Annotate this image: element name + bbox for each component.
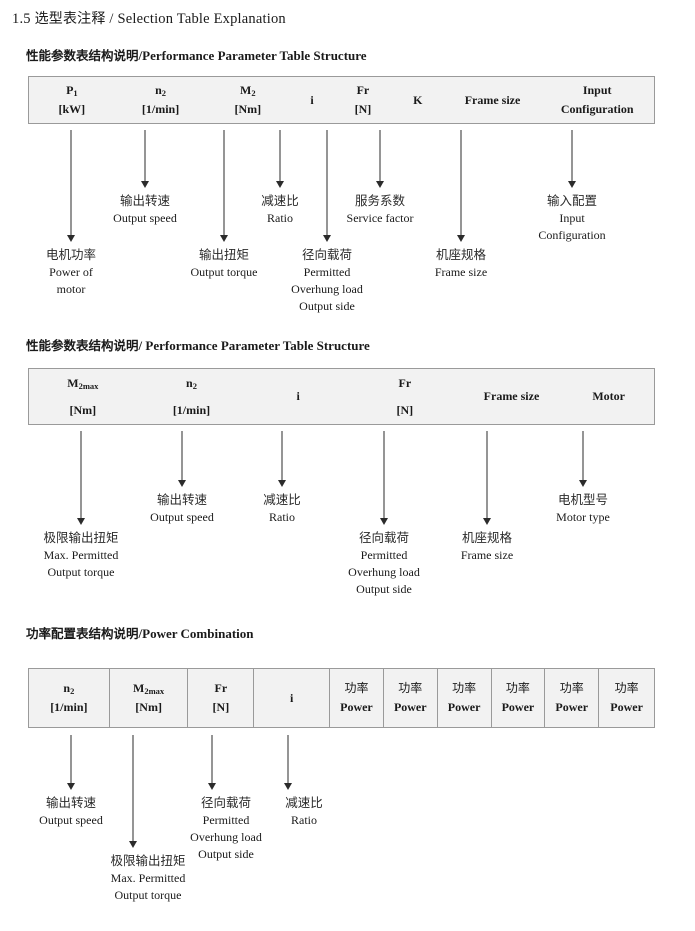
arrow-to-frame-size <box>456 130 466 242</box>
table3-col-fr-unit: [N] <box>212 700 230 714</box>
section-title-cn: 选型表注释 <box>34 11 106 27</box>
table3-col-n2: n2 [1/min] <box>29 669 110 727</box>
arrow-to-output-speed-2 <box>177 431 187 487</box>
annotation-power-of-motor: 电机功率 Power of motor <box>45 247 97 296</box>
table2-col-i: i <box>296 389 300 404</box>
table3-col-power-3: 功率 Power <box>438 669 492 727</box>
table3-col-power-6: 功率 Power <box>610 681 643 714</box>
arrow-to-output-speed <box>140 130 150 188</box>
arrow-to-input-configuration <box>567 130 577 188</box>
table3-col-m2max: M2max [Nm] <box>110 669 189 727</box>
arrow-to-max-permitted-output-torque-3 <box>128 735 138 848</box>
block-3-heading-en: Power Combination <box>142 626 254 641</box>
annotation-motor-type: 电机型号 Motor type <box>556 492 610 524</box>
table1-col-input-configuration: Input Configuration <box>560 83 634 116</box>
block-2-heading-en: Performance Parameter Table Structure <box>145 338 370 353</box>
annotation-permitted-overhung-load: 径向载荷 Permitted Overhung load Output side <box>291 247 363 313</box>
block-2-heading-separator: / <box>138 338 143 353</box>
arrow-to-output-torque <box>219 130 229 242</box>
table3-col-power-2: 功率 Power <box>384 669 438 727</box>
arrow-to-max-permitted-output-torque <box>76 431 86 525</box>
arrow-to-frame-size-2 <box>482 431 492 525</box>
table3-col-m2max-unit: [Nm] <box>135 700 162 714</box>
table1-col-k: K <box>413 92 423 107</box>
annotation-ratio-3: 减速比 Ratio <box>285 795 323 827</box>
table1-col-n2-unit: [1/min] <box>141 102 180 116</box>
table1-col-i: i <box>310 92 314 107</box>
table2-col-m2max: M2max [Nm] <box>29 369 137 424</box>
table3-col-i: i <box>254 669 331 727</box>
annotation-ratio: 减速比 Ratio <box>261 193 299 225</box>
table3-col-power-4: 功率 Power <box>492 669 546 727</box>
table2-col-n2-unit: [1/min] <box>172 402 211 417</box>
performance-parameter-table-2: M2max [Nm] n2 [1/min] i Fr [N] Frame siz… <box>28 368 655 425</box>
section-title-separator: / <box>109 11 114 27</box>
table2-col-fr: Fr [N] <box>350 369 460 424</box>
block-1-heading: 性能参数表结构说明/Performance Parameter Table St… <box>26 45 367 64</box>
table1-col-m2: M2 [Nm] <box>206 77 289 123</box>
table3-col-n2-unit: [1/min] <box>50 700 88 714</box>
block-3-heading: 功率配置表结构说明/Power Combination <box>26 623 254 642</box>
annotation-service-factor: 服务系数 Service factor <box>346 193 414 225</box>
power-combination-table: n2 [1/min] M2max [Nm] Fr [N] i 功率 Power … <box>28 668 655 728</box>
annotation-max-permitted-output-torque-3: 极限输出扭矩 Max. Permitted Output torque <box>110 853 186 902</box>
table1-col-frame-size: Frame size <box>464 92 521 107</box>
annotation-output-speed-3: 输出转速 Output speed <box>39 795 103 827</box>
table1-col-fr: Fr [N] <box>335 77 391 123</box>
annotation-output-torque: 输出扭矩 Output torque <box>190 247 258 279</box>
annotation-output-speed: 输出转速 Output speed <box>113 193 177 225</box>
arrow-to-power-of-motor <box>66 130 76 242</box>
annotation-permitted-overhung-load-2: 径向载荷 Permitted Overhung load Output side <box>348 530 420 596</box>
table1-col-p1-unit: [kW] <box>58 102 86 116</box>
arrow-to-service-factor <box>375 130 385 188</box>
arrow-to-permitted-overhung-load-3 <box>207 735 217 790</box>
table2-col-frame-size: Frame size <box>483 389 540 404</box>
arrow-to-permitted-overhung-load <box>322 130 332 242</box>
arrow-to-ratio-3 <box>283 735 293 790</box>
block-1-heading-cn: 性能参数表结构说明 <box>26 48 139 63</box>
arrow-to-ratio-2 <box>277 431 287 487</box>
table1-col-p1: P1 [kW] <box>29 77 115 123</box>
block-2-heading-cn: 性能参数表结构说明 <box>26 338 139 353</box>
annotation-output-speed-2: 输出转速 Output speed <box>150 492 214 524</box>
table2-col-m2max-unit: [Nm] <box>69 402 97 417</box>
annotation-frame-size: 机座规格 Frame size <box>434 247 488 279</box>
table2-col-n2: n2 [1/min] <box>137 369 247 424</box>
annotation-input-configuration: 输入配置 Input Configuration <box>538 193 606 242</box>
block-2-heading: 性能参数表结构说明/ Performance Parameter Table S… <box>26 335 370 354</box>
block-1-heading-en: Performance Parameter Table Structure <box>142 48 367 63</box>
table3-col-fr: Fr [N] <box>188 669 255 727</box>
table2-col-fr-unit: [N] <box>396 402 414 417</box>
performance-parameter-table-1: P1 [kW] n2 [1/min] M2 [Nm] i Fr [N] K Fr… <box>28 76 655 124</box>
arrow-to-ratio <box>275 130 285 188</box>
arrow-to-permitted-overhung-load-2 <box>379 431 389 525</box>
section-title-en: Selection Table Explanation <box>117 11 286 27</box>
table3-col-power-5: 功率 Power <box>545 669 600 727</box>
block-3-heading-cn: 功率配置表结构说明 <box>26 626 139 641</box>
table1-col-n2: n2 [1/min] <box>115 77 207 123</box>
table3-col-power-1: 功率 Power <box>330 669 384 727</box>
annotation-max-permitted-output-torque: 极限输出扭矩 Max. Permitted Output torque <box>43 530 119 579</box>
page-title: 1.5 选型表注释 / Selection Table Explanation <box>12 8 286 28</box>
block-3-heading-separator: / <box>138 626 143 641</box>
table2-col-motor: Motor <box>592 389 625 404</box>
table1-col-m2-unit: [Nm] <box>234 102 262 116</box>
block-1-heading-separator: / <box>138 48 143 63</box>
section-number: 1.5 <box>12 11 31 27</box>
arrow-to-output-speed-3 <box>66 735 76 790</box>
arrow-to-motor-type <box>578 431 588 487</box>
annotation-frame-size-2: 机座规格 Frame size <box>460 530 514 562</box>
annotation-ratio-2: 减速比 Ratio <box>263 492 301 524</box>
table1-col-fr-unit: [N] <box>354 102 372 116</box>
annotation-permitted-overhung-load-3: 径向载荷 Permitted Overhung load Output side <box>190 795 262 861</box>
